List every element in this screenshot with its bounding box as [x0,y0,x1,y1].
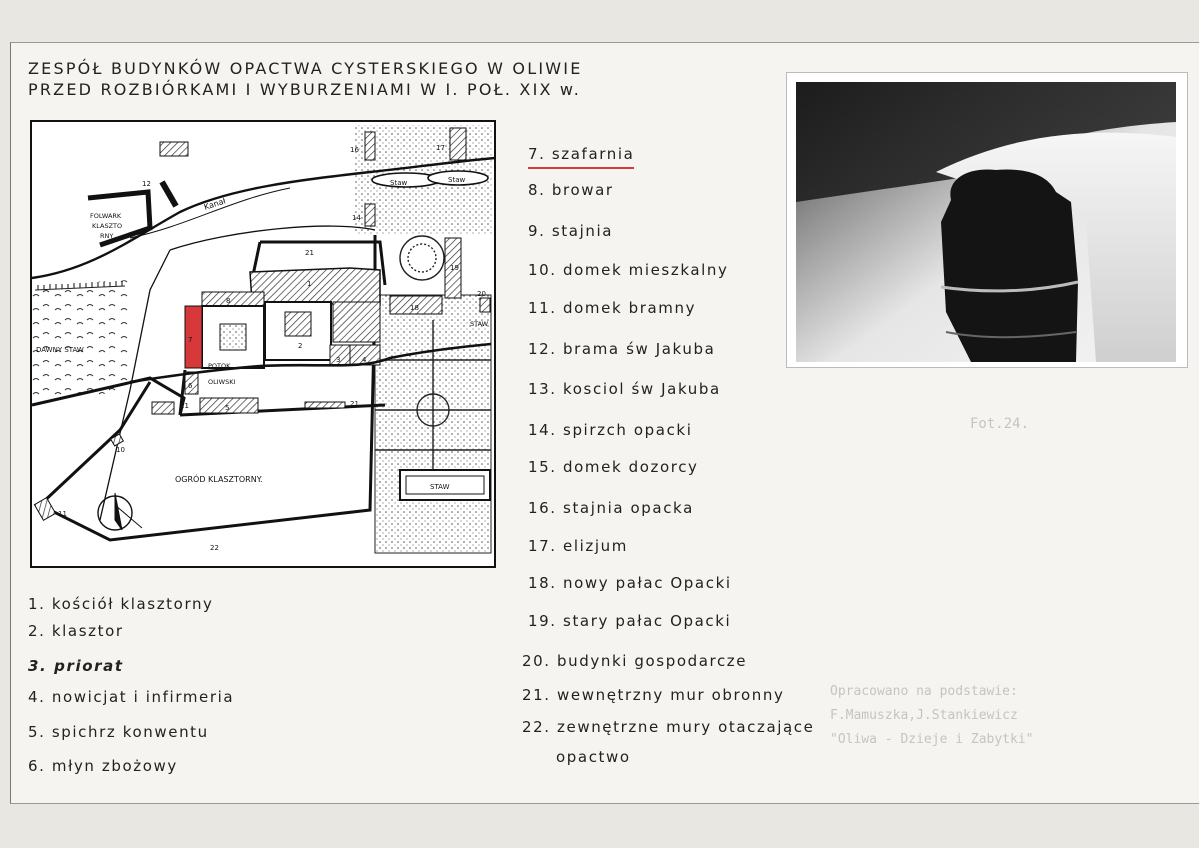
building-gate [159,180,179,208]
map-number: 22 [210,544,219,552]
label-folwark: FOLWARK [90,212,122,220]
building-19 [444,237,462,299]
label-staw-1: Staw [390,179,407,187]
dawny-staw-area [32,280,130,405]
map-number: 3 [336,356,340,364]
building-5-spichrz [199,397,259,414]
legend-item: 15. domek dozorcy [528,458,699,476]
source-line-3: "Oliwa - Dzieje i Zabytki" [830,732,1034,747]
map-number: 4 [362,356,367,364]
building-east-wing [332,301,381,343]
legend-item: 13. kosciol św Jakuba [528,380,721,398]
legend-item: 22. zewnętrzne mury otaczające [522,718,815,736]
legend-item: 11. domek bramny [528,299,697,317]
legend-item-highlighted: 7. szafarnia [528,145,635,169]
legend-item: 8. browar [528,181,614,199]
legend-item: 9. stajnia [528,222,614,240]
title-line-1: ZESPÓŁ BUDYNKÓW OPACTWA CYSTERSKIEGO W O… [28,59,583,78]
legend-item: 18. nowy pałac Opacki [528,574,732,592]
pillar [941,169,1078,362]
legend-item: 10. domek mieszkalny [528,261,729,279]
building-18 [389,295,443,315]
building-12-chapel [159,141,189,157]
source-line-1: Opracowano na podstawie: [830,684,1018,699]
map-number: 19 [450,264,459,272]
legend-item: 17. elizjum [528,537,628,555]
source-line-2: F.Mamuszka,J.Stankiewicz [830,708,1018,723]
church [249,267,381,306]
inner-wall [178,240,387,417]
legend-item: 16. stajnia opacka [528,499,694,517]
building-10 [109,433,125,447]
legend-item: 12. brama św Jakuba [528,340,716,358]
map-number: 21 [180,402,189,410]
map-number: 12 [142,180,151,188]
label-rny: RNY [100,232,113,240]
legend-item: 20. budynki gospodarcze [522,652,748,670]
outer-wall [31,235,377,542]
label-staw-2: Staw [448,176,465,184]
building-17 [449,127,467,161]
garden-paths [375,235,491,470]
label-dawny-staw: DAWNY STAW [36,346,84,354]
legend-item: 3. priorat [28,657,124,675]
building-6-mlyn [184,371,199,395]
legend-item: 14. spirzch opacki [528,421,693,439]
map-number: 21 [305,249,314,257]
potok [129,342,492,384]
map-numbers: 1 2 3 4 5 6 7 8 10 11 12 14 16 17 18 19 … [58,144,486,552]
legend-item: 4. nowicjat i infirmeria [28,688,235,706]
map-number: 18 [410,304,419,312]
legend-item: 21. wewnętrzny mur obronny [522,686,785,704]
map-number: 16 [350,146,359,154]
building-small-sw [151,401,175,415]
pond-north-2 [427,170,489,186]
photo-image [796,82,1176,362]
map-number: 5 [225,404,229,412]
map-number: 7 [188,336,192,344]
building-14 [364,203,376,227]
road [99,225,376,521]
label-oliwski: OLIWSKI [208,378,235,386]
label-staw-4: STAW [470,320,489,328]
label-potok: POTOK [208,362,231,370]
legend-item: opactwo [556,748,631,766]
label-ogrod: OGRÓD KLASZTORNY. [175,473,263,484]
map-number: 10 [116,446,125,454]
photo-print [786,72,1188,368]
building-16 [364,131,376,161]
title-line-2: PRZED ROZBIÓRKAMI I WYBURZENIAMI W I. PO… [28,80,582,99]
map-number: 17 [436,144,445,152]
legend-item: 2. klasztor [28,622,124,640]
photo-caption: Fot.24. [970,416,1030,432]
map-number: 6 [188,382,193,390]
map-number: 14 [352,214,361,222]
map-number: 2 [298,342,302,350]
label-klaszto: KLASZTO [92,222,122,230]
building-8-browar [201,291,265,307]
map-number: 11 [58,510,67,518]
legend-item: 1. kościół klasztorny [28,595,214,613]
building-20 [479,297,491,313]
dawny-staw-fence [34,281,126,291]
abbey-map: Kanał Staw Staw FOLWARK KLASZTO RNY POTO… [30,120,496,568]
folwark-building [87,189,153,248]
document-title: ZESPÓŁ BUDYNKÓW OPACTWA CYSTERSKIEGO W O… [28,58,583,100]
legend-item: 5. spichrz konwentu [28,723,209,741]
label-staw-3: STAW [430,483,450,491]
legend-item: 19. stary pałac Opacki [528,612,732,630]
map-number: 20 [477,290,486,298]
map-number: 21 [350,400,359,408]
map-number: 1 [307,280,311,288]
building-21-wall [304,401,346,409]
map-number: 8 [226,297,230,305]
canal [31,156,496,280]
compass-rose [97,492,143,531]
building-7-szafarnia [184,305,203,369]
legend-item: 6. młyn zbożowy [28,757,178,775]
building-11 [33,497,57,521]
